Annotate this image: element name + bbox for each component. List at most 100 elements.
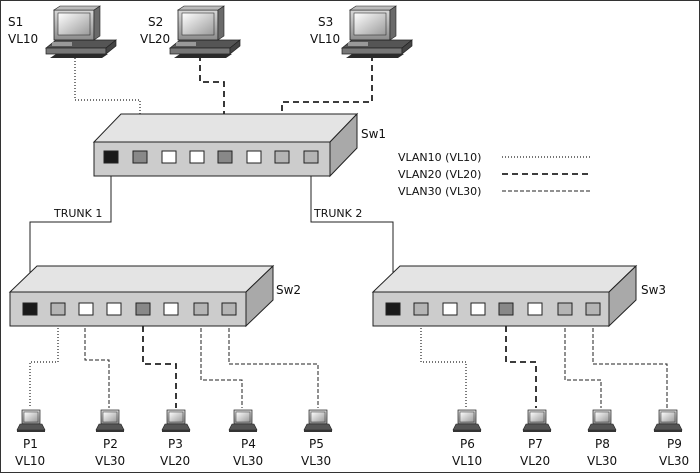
trunk2-label: TRUNK 2: [313, 207, 362, 220]
link-sw3-p8: [564, 316, 602, 408]
server-s1-name: S1: [8, 15, 23, 29]
link-sw3-p6: [420, 316, 467, 408]
sw2-port-trunk: [22, 302, 38, 316]
link-sw2-p2: [84, 316, 110, 408]
sw3-port: [498, 302, 514, 316]
sw2-port: [221, 302, 237, 316]
switch-sw2-label: Sw2: [276, 283, 301, 297]
link-sw2-p1: [29, 316, 59, 408]
pc-p6-name: P6: [460, 437, 475, 451]
pc-p9: P9 VL30: [653, 409, 689, 468]
pc-p2: P2 VL30: [95, 409, 125, 468]
pc-p1-vlan: VL10: [15, 454, 45, 468]
sw2-port: [106, 302, 122, 316]
sw3-port-trunk: [385, 302, 401, 316]
link-sw2-p4: [200, 316, 243, 408]
pc-p5-icon: [303, 409, 333, 433]
pc-p5: P5 VL30: [301, 409, 333, 468]
switch-sw2-front: [9, 291, 247, 327]
pc-p6-vlan: VL10: [452, 454, 482, 468]
legend-item-vl30-label: VLAN30 (VL30): [398, 185, 481, 198]
sw2-port: [193, 302, 209, 316]
server-s1-vlan: VL10: [8, 32, 38, 46]
pc-p8-vlan: VL30: [587, 454, 617, 468]
server-s2-name: S2: [148, 15, 163, 29]
switch-sw3: Sw3: [371, 264, 666, 328]
server-s3-name: S3: [318, 15, 333, 29]
server-s3-icon: [341, 5, 413, 59]
pc-p7-vlan: VL20: [520, 454, 550, 468]
pc-p2-vlan: VL30: [95, 454, 125, 468]
pc-p9-icon: [653, 409, 683, 433]
link-sw3-p9: [592, 316, 668, 408]
link-trunk1: [29, 166, 112, 305]
server-s1: S1 VL10: [8, 5, 117, 59]
pc-p4-name: P4: [241, 437, 256, 451]
pc-p9-vlan: VL30: [659, 454, 689, 468]
pc-p5-vlan: VL30: [301, 454, 331, 468]
pc-p6-icon: [452, 409, 482, 433]
sw1-port: [303, 150, 319, 164]
sw1-port: [132, 150, 148, 164]
pc-p3-icon: [161, 409, 191, 433]
link-trunk2: [310, 166, 394, 305]
sw2-port: [135, 302, 151, 316]
pc-p7: P7 VL20: [520, 409, 552, 468]
pc-p3-vlan: VL20: [160, 454, 190, 468]
sw2-port: [50, 302, 66, 316]
sw1-port: [274, 150, 290, 164]
pc-p1: P1 VL10: [15, 409, 46, 468]
pc-p6: P6 VL10: [452, 409, 482, 468]
switch-sw3-label: Sw3: [641, 283, 666, 297]
sw3-port: [557, 302, 573, 316]
link-sw2-p5: [228, 316, 319, 408]
sw1-port: [246, 150, 262, 164]
sw3-port: [413, 302, 429, 316]
pc-p9-name: P9: [667, 437, 682, 451]
server-s2: S2 VL20: [140, 5, 241, 59]
switch-sw3-top: [371, 265, 638, 293]
switch-sw1-top: [92, 113, 359, 143]
pc-p2-icon: [95, 409, 125, 433]
pc-p1-name: P1: [23, 437, 38, 451]
sw3-port: [585, 302, 601, 316]
link-sw3-p7: [505, 316, 537, 408]
sw2-port: [163, 302, 179, 316]
switch-sw3-front: [372, 291, 610, 327]
pc-p8-name: P8: [595, 437, 610, 451]
pc-p4: P4 VL30: [228, 409, 263, 468]
pc-p8-icon: [587, 409, 617, 433]
switch-sw1-side: [329, 112, 358, 178]
pc-p7-name: P7: [528, 437, 543, 451]
links-layer: [29, 55, 668, 408]
sw1-port: [189, 150, 205, 164]
sw1-port: [161, 150, 177, 164]
pc-p3: P3 VL20: [160, 409, 191, 468]
pc-p3-name: P3: [168, 437, 183, 451]
server-s1-icon: [45, 5, 117, 59]
switch-sw1-label: Sw1: [361, 127, 386, 141]
pc-p5-name: P5: [309, 437, 324, 451]
server-s3: S3 VL10: [310, 5, 413, 59]
sw3-port: [442, 302, 458, 316]
switch-sw1-front: [93, 141, 331, 177]
link-sw2-p3: [142, 316, 177, 408]
pc-p4-icon: [228, 409, 258, 433]
switch-sw2-side: [245, 264, 274, 328]
switch-sw2: Sw2: [8, 264, 301, 328]
pc-p2-name: P2: [103, 437, 118, 451]
pc-p1-icon: [16, 409, 46, 433]
switch-sw3-side: [608, 264, 637, 328]
switch-sw2-top: [8, 265, 275, 293]
pc-p4-vlan: VL30: [233, 454, 263, 468]
sw1-port-trunk: [103, 150, 119, 164]
server-s2-icon: [169, 5, 241, 59]
switch-sw1: Sw1: [92, 112, 386, 178]
server-s2-vlan: VL20: [140, 32, 170, 46]
sw3-port: [527, 302, 543, 316]
legend: VLAN10 (VL10) VLAN20 (VL20) VLAN30 (VL30…: [398, 151, 592, 198]
sw3-port: [470, 302, 486, 316]
pc-p7-icon: [522, 409, 552, 433]
